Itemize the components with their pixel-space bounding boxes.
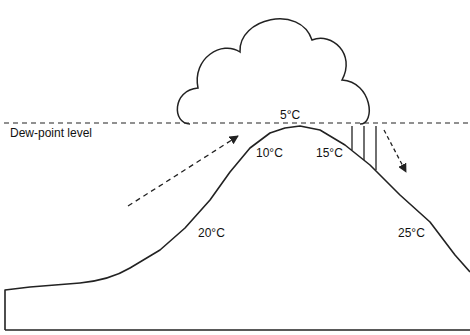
mountain: [5, 126, 470, 330]
temperature-label: 5°C: [280, 108, 300, 122]
rain-lines: [352, 126, 376, 170]
level-label: Dew-point level: [10, 126, 92, 140]
temperature-label: 10°C: [256, 146, 283, 160]
temperature-label: 20°C: [198, 226, 225, 240]
rising-air-arrow: [128, 136, 238, 206]
cloud: [177, 19, 369, 124]
dew-point-line: [4, 122, 470, 123]
temperature-label: 15°C: [316, 146, 343, 160]
descending-air-arrow: [384, 130, 406, 172]
temperature-label: 25°C: [398, 226, 425, 240]
ground-line: [5, 329, 470, 331]
